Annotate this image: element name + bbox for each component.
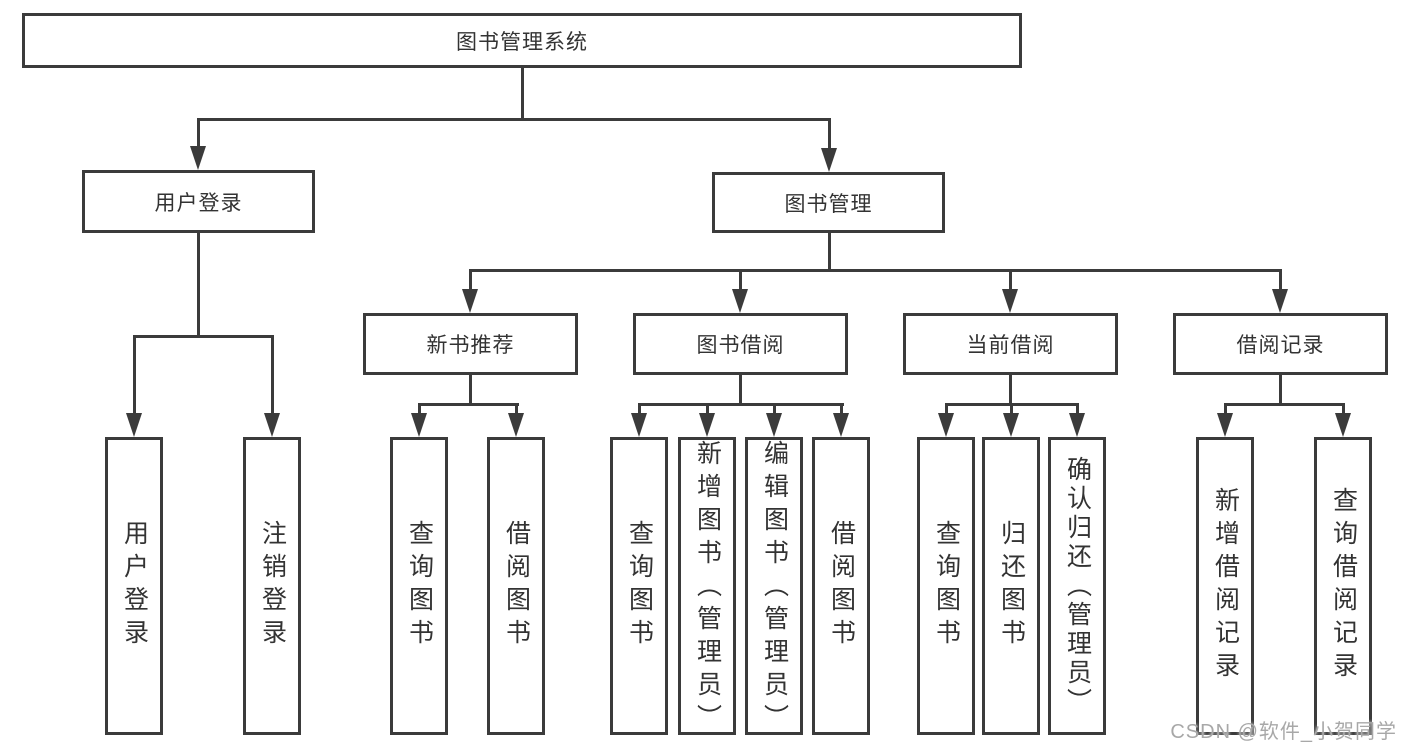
arrowhead-down-icon (833, 413, 849, 437)
connector-line (197, 231, 200, 337)
connector-line (469, 269, 1282, 272)
leaf-label: 借阅图书 (502, 520, 531, 652)
leaf-label: 查询图书 (625, 520, 654, 652)
connector-line (706, 403, 709, 417)
leaf-label: 用户登录 (120, 520, 149, 652)
arrowhead-down-icon (1217, 413, 1233, 437)
leaf-add-borrow-record: 新增借阅记录 (1196, 437, 1254, 735)
leaf-query-books-current: 查询图书 (917, 437, 975, 735)
arrowhead-down-icon (766, 413, 782, 437)
leaf-logout: 注销登录 (243, 437, 301, 735)
connector-line (739, 269, 742, 291)
connector-line (133, 335, 136, 415)
arrowhead-down-icon (631, 413, 647, 437)
connector-line (469, 373, 472, 406)
node-current-borrowing: 当前借阅 (903, 313, 1118, 375)
node-borrowing-records: 借阅记录 (1173, 313, 1388, 375)
connector-line (133, 335, 274, 338)
arrowhead-down-icon (938, 413, 954, 437)
arrowhead-down-icon (190, 146, 206, 170)
leaf-query-borrow-record: 查询借阅记录 (1314, 437, 1372, 735)
arrowhead-down-icon (821, 148, 837, 172)
connector-line (197, 118, 200, 150)
node-label: 图书借阅 (696, 334, 785, 357)
arrowhead-down-icon (508, 413, 524, 437)
leaf-return-books: 归还图书 (982, 437, 1040, 735)
connector-line (1076, 403, 1079, 417)
node-label: 用户登录 (154, 191, 243, 215)
leaf-label: 借阅图书 (827, 520, 856, 652)
connector-line (1279, 269, 1282, 291)
leaf-label: 注销登录 (258, 520, 287, 652)
connector-line (469, 269, 472, 291)
connector-line (271, 335, 274, 415)
connector-line (1009, 373, 1012, 406)
leaf-user-login: 用户登录 (105, 437, 163, 735)
connector-line (945, 403, 948, 417)
arrowhead-down-icon (1003, 413, 1019, 437)
connector-line (418, 403, 519, 406)
leaf-label: 查询借阅记录 (1329, 487, 1358, 685)
connector-line (1224, 403, 1227, 417)
node-label: 图书管理系统 (456, 30, 588, 54)
leaf-label: 编辑图书（管理员） (760, 440, 789, 737)
leaf-edit-book-admin: 编辑图书（管理员） (745, 437, 803, 737)
arrowhead-down-icon (1272, 289, 1288, 313)
leaf-label: 新增图书（管理员） (693, 440, 722, 737)
leaf-label: 查询图书 (405, 520, 434, 652)
node-label: 当前借阅 (966, 334, 1055, 357)
connector-line (638, 403, 641, 417)
node-new-book-recommendation: 新书推荐 (363, 313, 578, 375)
leaf-label: 归还图书 (997, 520, 1026, 652)
node-label: 新书推荐 (426, 334, 515, 357)
arrowhead-down-icon (1335, 413, 1351, 437)
leaf-label: 查询图书 (932, 520, 961, 652)
node-label: 图书管理 (784, 192, 873, 216)
leaf-label: 确认归还（管理员） (1063, 455, 1092, 717)
connector-line (515, 403, 518, 417)
arrowhead-down-icon (462, 289, 478, 313)
connector-line (840, 403, 843, 417)
connector-line (418, 403, 421, 417)
leaf-query-books-recommend: 查询图书 (390, 437, 448, 735)
node-book-management: 图书管理 (712, 172, 945, 233)
connector-line (773, 403, 776, 417)
arrowhead-down-icon (732, 289, 748, 313)
connector-line (1224, 403, 1345, 406)
arrowhead-down-icon (126, 413, 142, 437)
connector-line (521, 66, 524, 120)
connector-line (1010, 403, 1013, 417)
watermark-text: CSDN @软件_小贺同学 (1170, 721, 1397, 743)
node-label: 借阅记录 (1236, 334, 1325, 357)
node-book-borrowing: 图书借阅 (633, 313, 848, 375)
connector-line (739, 373, 742, 406)
leaf-add-book-admin: 新增图书（管理员） (678, 437, 736, 737)
leaf-confirm-return-admin: 确认归还（管理员） (1048, 437, 1106, 735)
connector-line (1279, 373, 1282, 406)
leaf-query-books-borrowing: 查询图书 (610, 437, 668, 735)
connector-line (197, 118, 831, 121)
connector-line (638, 403, 844, 406)
arrowhead-down-icon (1002, 289, 1018, 313)
node-user-login: 用户登录 (82, 170, 315, 233)
arrowhead-down-icon (411, 413, 427, 437)
arrowhead-down-icon (1069, 413, 1085, 437)
leaf-label: 新增借阅记录 (1211, 487, 1240, 685)
node-library-management-system: 图书管理系统 (22, 13, 1022, 68)
connector-line (828, 118, 831, 152)
leaf-borrow-books-borrowing: 借阅图书 (812, 437, 870, 735)
leaf-borrow-books-recommend: 借阅图书 (487, 437, 545, 735)
arrowhead-down-icon (264, 413, 280, 437)
connector-line (1009, 269, 1012, 291)
connector-line (828, 231, 831, 272)
connector-line (1342, 403, 1345, 417)
arrowhead-down-icon (699, 413, 715, 437)
